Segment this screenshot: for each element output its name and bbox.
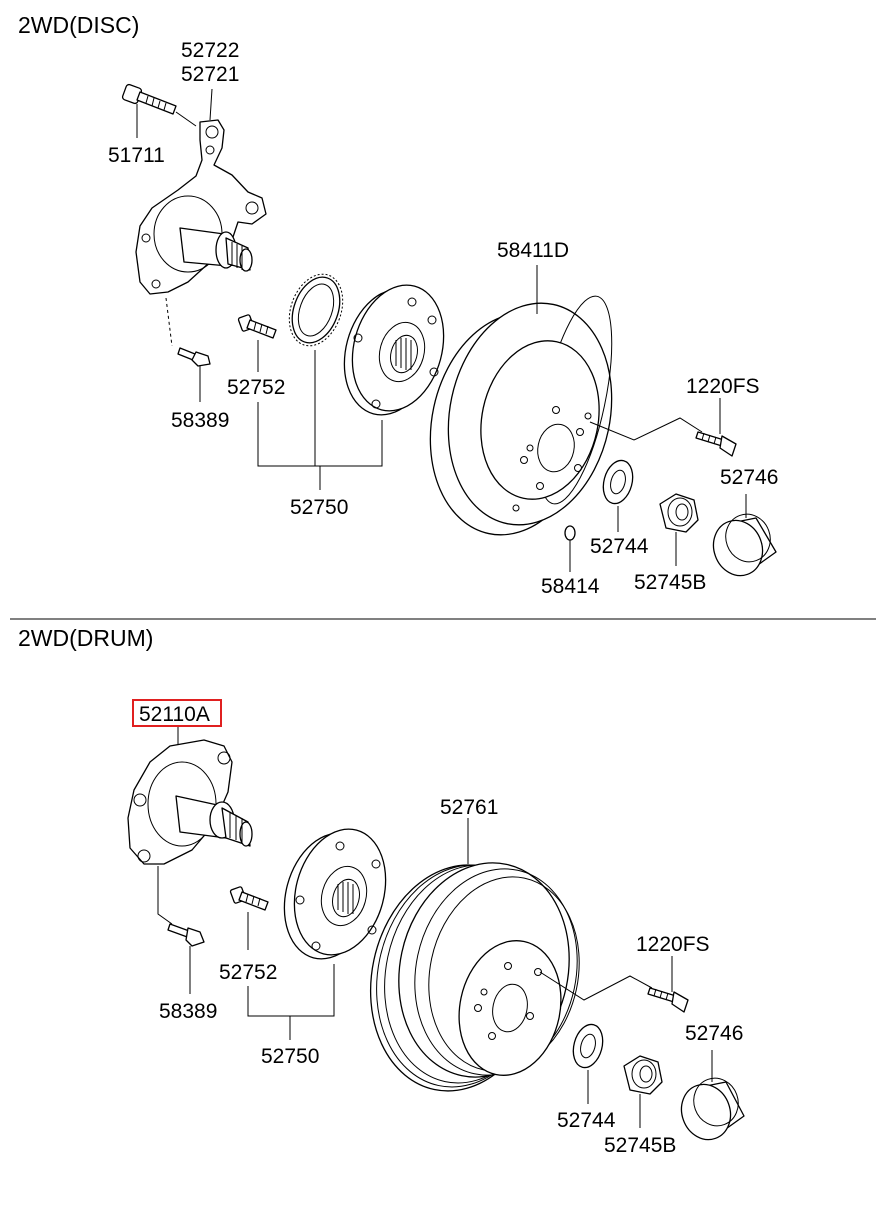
brake-disc-part <box>429 295 613 536</box>
label-52721: 52721 <box>181 63 239 86</box>
hub-bolt-part <box>237 314 277 339</box>
leader-bolt-knuckle <box>175 111 197 127</box>
highlight-box-52110A <box>132 699 222 727</box>
washer-drum-part <box>572 1023 604 1069</box>
label-52752-disc: 52752 <box>227 376 285 399</box>
label-52744-disc: 52744 <box>590 535 649 558</box>
screw-1220FS-part <box>695 431 737 457</box>
label-52746-disc: 52746 <box>720 466 778 489</box>
nut-drum-part <box>623 1055 663 1095</box>
hub-assembly-part <box>343 284 445 416</box>
section-title-disc: 2WD(DISC) <box>18 12 139 38</box>
leader-58389-drum-up <box>157 866 173 925</box>
label-52752-drum: 52752 <box>219 961 277 984</box>
bolt-58389-part <box>177 347 211 367</box>
washer-part <box>602 459 634 505</box>
leader-58389-dashed <box>165 297 173 347</box>
sensor-ring-part <box>288 273 344 347</box>
label-58414: 58414 <box>541 575 600 598</box>
hub-cap-drum-part <box>680 1077 745 1141</box>
spindle-part <box>127 739 253 865</box>
leader-screw-path <box>589 417 703 441</box>
hub-bolt-drum-part <box>229 886 269 911</box>
nut-part <box>659 493 699 533</box>
label-52745B-drum: 52745B <box>604 1134 676 1157</box>
section-title-drum: 2WD(DRUM) <box>18 625 153 651</box>
label-58389-disc: 58389 <box>171 409 229 432</box>
leader-screw-drum-path <box>539 971 653 1001</box>
bracket-52750-drum <box>247 964 335 1017</box>
screw-1220FS-drum-part <box>647 987 689 1013</box>
label-52746-drum: 52746 <box>685 1022 743 1045</box>
bolt-58389-drum-part <box>167 923 205 947</box>
label-51711: 51711 <box>108 144 165 167</box>
label-1220FS-drum: 1220FS <box>636 933 710 956</box>
label-58389-drum: 58389 <box>159 1000 217 1023</box>
hub-assembly-drum-part <box>283 828 387 960</box>
label-1220FS-disc: 1220FS <box>686 375 760 398</box>
label-52750-drum: 52750 <box>261 1045 319 1068</box>
knuckle-part <box>135 119 267 295</box>
label-58411D: 58411D <box>497 239 569 262</box>
label-52745B-disc: 52745B <box>634 571 706 594</box>
label-52761: 52761 <box>440 796 498 819</box>
label-52750-disc: 52750 <box>290 496 348 519</box>
label-52110A[interactable]: 52110A <box>139 703 210 726</box>
pin-part <box>564 525 576 541</box>
label-52744-drum: 52744 <box>557 1109 616 1132</box>
label-52722: 52722 <box>181 39 239 62</box>
brake-drum-part <box>369 862 580 1092</box>
leader-knuckle <box>209 88 213 121</box>
bolt-51711-part <box>121 83 177 115</box>
hub-cap-part <box>712 513 777 577</box>
